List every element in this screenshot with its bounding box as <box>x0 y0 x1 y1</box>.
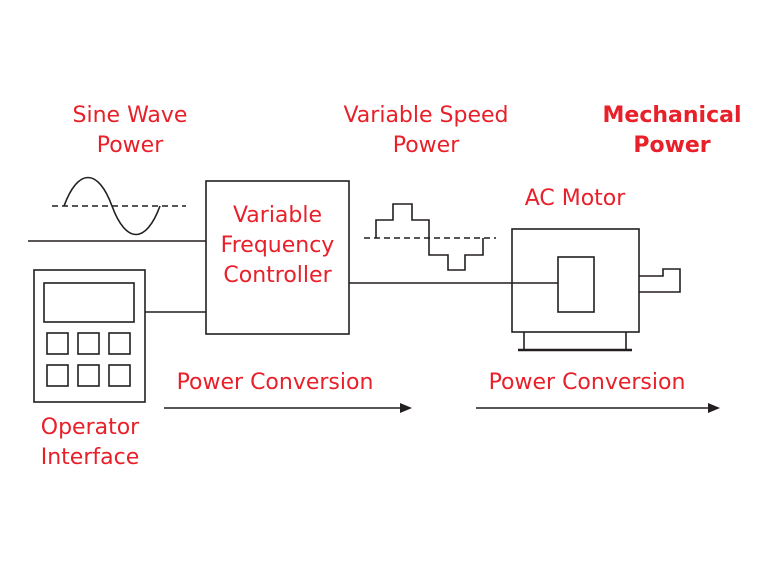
motor-body <box>511 228 640 333</box>
keypad-key <box>108 364 131 387</box>
operator-interface-box <box>33 269 146 403</box>
power-conversion-label-1: Power Conversion <box>176 370 374 395</box>
vfc-box <box>205 180 350 335</box>
keypad-key <box>77 364 100 387</box>
ac-motor-label: AC Motor <box>524 186 626 211</box>
keypad-key <box>46 364 69 387</box>
mechanical-power-label: Mechanical Power <box>602 103 742 158</box>
stepped-wave-icon <box>375 203 484 271</box>
motor-shaft <box>639 268 681 293</box>
vfc-label: Variable Frequency Controller <box>220 203 335 288</box>
variable-speed-power-label: Variable Speed Power <box>343 103 509 158</box>
sine-wave-power-label: Sine Wave Power <box>72 103 188 158</box>
keypad-key <box>77 332 100 355</box>
keypad-key <box>46 332 69 355</box>
arrowhead-icon <box>708 403 720 413</box>
power-conversion-label-2: Power Conversion <box>488 370 686 395</box>
operator-display <box>43 282 135 323</box>
sine-wave-icon <box>63 176 161 236</box>
operator-interface-label: Operator Interface <box>40 415 140 470</box>
keypad-key <box>108 332 131 355</box>
arrowhead-icon <box>400 403 412 413</box>
motor-rotor <box>557 256 595 313</box>
